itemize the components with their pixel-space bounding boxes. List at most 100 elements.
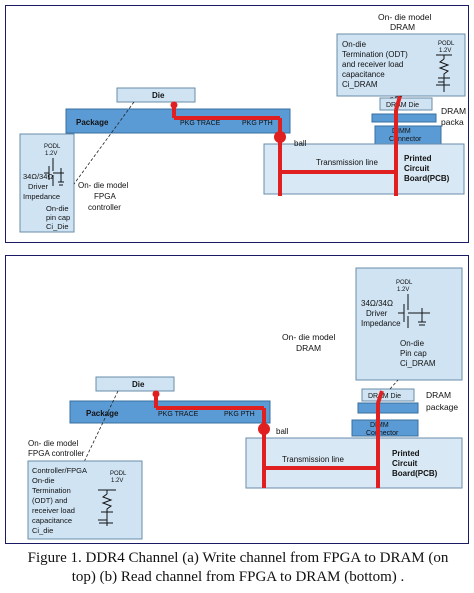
dram-driver-line1: 34Ω/34Ω: [361, 299, 393, 308]
pin-cap-line1: On-die: [46, 204, 69, 213]
fpga-die-label: Die: [152, 91, 165, 100]
fpga-model-pointer: [73, 101, 135, 185]
fpga-die-block: [95, 376, 175, 392]
dram-package-block: [357, 402, 419, 414]
dimm-connector-line2: Connector: [366, 430, 399, 437]
dram-pin-cap-line2: Pin cap: [400, 349, 427, 358]
dram-model-title-line1: On- die model: [378, 12, 431, 22]
die-bump-dot: [170, 101, 178, 109]
driver-supply-label: PODL: [44, 144, 61, 150]
pcb-label-1: Printed: [404, 154, 432, 163]
dimm-connector-line1: DIMM: [392, 128, 411, 135]
dram-odt-supply-voltage: 1.2V: [439, 48, 451, 54]
pcb-label-2: Circuit: [392, 459, 418, 468]
fpga-die-label: Die: [132, 380, 145, 389]
dram-die-label: DRAM Die: [386, 102, 419, 109]
fpga-die-block: [116, 87, 196, 103]
dimm-connector-line2: Connector: [389, 136, 422, 143]
dram-odt-line3: and receiver load: [342, 60, 403, 69]
fpga-model-line3: controller: [88, 203, 121, 212]
dram-driver-pointer: [389, 379, 399, 390]
pin-cap-line2: pin cap: [46, 213, 70, 222]
pcb-block: [245, 437, 463, 489]
caption-line1: Figure 1. DDR4 Channel (a) Write channel…: [27, 550, 449, 566]
pkg-trace-label: PKG TRACE: [180, 120, 221, 127]
dram-package-label-2: package: [426, 402, 458, 412]
figure-caption: Figure 1. DDR4 Channel (a) Write channel…: [8, 549, 468, 587]
fpga-odt-line5: receiver load: [32, 506, 75, 515]
pkg-pth-label: PKG PTH: [242, 120, 273, 127]
fpga-driver-box: [19, 133, 75, 233]
pcb-label-3: Board(PCB): [404, 174, 450, 183]
fpga-model-pointer: [83, 390, 119, 463]
write-channel-diagram: On- die model DRAM On-die Termination (O…: [19, 12, 466, 233]
dram-model-line1: On- die model: [282, 332, 335, 342]
die-bump-dot: [152, 390, 160, 398]
fpga-odt-line2: On-die: [32, 476, 55, 485]
pcb-label-1: Printed: [392, 449, 420, 458]
fpga-odt-line1: Controller/FPGA: [32, 466, 87, 475]
pcb-block: [263, 143, 465, 195]
driver-impedance-line2: Driver: [28, 182, 49, 191]
dram-model-line2: DRAM: [296, 343, 321, 353]
fpga-odt-supply-voltage: 1.2V: [111, 478, 123, 484]
dram-package-label-2: packa: [441, 117, 464, 127]
ball-label: ball: [294, 139, 307, 148]
dram-odt-line5: Ci_DRAM: [342, 80, 378, 89]
pcb-label-3: Board(PCB): [392, 469, 438, 478]
fpga-package-label: Package: [86, 409, 119, 418]
driver-impedance-line3: Impedance: [23, 192, 60, 201]
fpga-odt-line7: Ci_die: [32, 526, 53, 535]
dram-driver-box: [355, 267, 463, 381]
dram-model-title-line2: DRAM: [390, 22, 415, 32]
dram-die-label: DRAM Die: [368, 393, 401, 400]
dram-driver-supply-label: PODL: [396, 280, 413, 286]
fpga-odt-line4: (ODT) and: [32, 496, 67, 505]
caption-line2: top) (b) Read channel from FPGA to DRAM …: [71, 569, 405, 585]
ball-label: ball: [276, 427, 289, 436]
dram-pin-cap-line3: Ci_DRAM: [400, 359, 436, 368]
dram-driver-line3: Impedance: [361, 319, 401, 328]
dram-pin-cap-line1: On-die: [400, 339, 425, 348]
ball-dot: [258, 423, 270, 435]
fpga-odt-supply-label: PODL: [110, 471, 127, 477]
dram-driver-supply-voltage: 1.2V: [397, 287, 409, 293]
read-channel-diagram: PODL 1.2V 34Ω/34Ω Driver Impedance On-di…: [27, 267, 463, 540]
fpga-model-line1: On- die model: [28, 439, 78, 448]
dram-model-pointer: [389, 95, 403, 99]
fpga-odt-line6: capacitance: [32, 516, 72, 525]
pkg-pth-label: PKG PTH: [224, 411, 255, 418]
dram-driver-transistor-icon: [398, 294, 430, 328]
pkg-trace-label: PKG TRACE: [158, 411, 199, 418]
dram-package-block: [371, 113, 437, 123]
dram-odt-line4: capacitance: [342, 70, 385, 79]
transmission-line-label: Transmission line: [282, 455, 344, 464]
transmission-line-label: Transmission line: [316, 158, 378, 167]
dram-package-label-1: DRAM: [441, 106, 466, 116]
ball-dot: [274, 131, 286, 143]
fpga-odt-line3: Termination: [32, 486, 71, 495]
fpga-model-line1: On- die model: [78, 181, 128, 190]
fpga-odt-box: [27, 460, 143, 540]
odt-resistor-icon: [436, 54, 452, 92]
panel-read-channel: PODL 1.2V 34Ω/34Ω Driver Impedance On-di…: [5, 255, 469, 544]
dram-package-label-1: DRAM: [426, 390, 451, 400]
driver-impedance-line1: 34Ω/34Ω: [23, 172, 53, 181]
driver-supply-voltage: 1.2V: [45, 151, 57, 157]
fpga-model-line2: FPGA controller: [28, 449, 85, 458]
dram-die-block: [379, 97, 433, 111]
dram-odt-supply-label: PODL: [438, 41, 455, 47]
panel-write-channel: On- die model DRAM On-die Termination (O…: [5, 5, 469, 243]
fpga-package-block: [65, 108, 291, 134]
pcb-label-2: Circuit: [404, 164, 430, 173]
dram-die-block: [361, 388, 415, 402]
fpga-odt-resistor-icon: [98, 489, 116, 526]
dram-odt-line2: Termination (ODT): [342, 50, 408, 59]
dram-odt-line1: On-die: [342, 40, 367, 49]
driver-transistor-icon: [44, 158, 64, 186]
fpga-package-label: Package: [76, 118, 109, 127]
pin-cap-line3: Ci_Die: [46, 222, 69, 231]
dimm-connector-block: [351, 419, 419, 437]
signal-trace: [154, 390, 384, 488]
fpga-model-line2: FPGA: [94, 192, 116, 201]
